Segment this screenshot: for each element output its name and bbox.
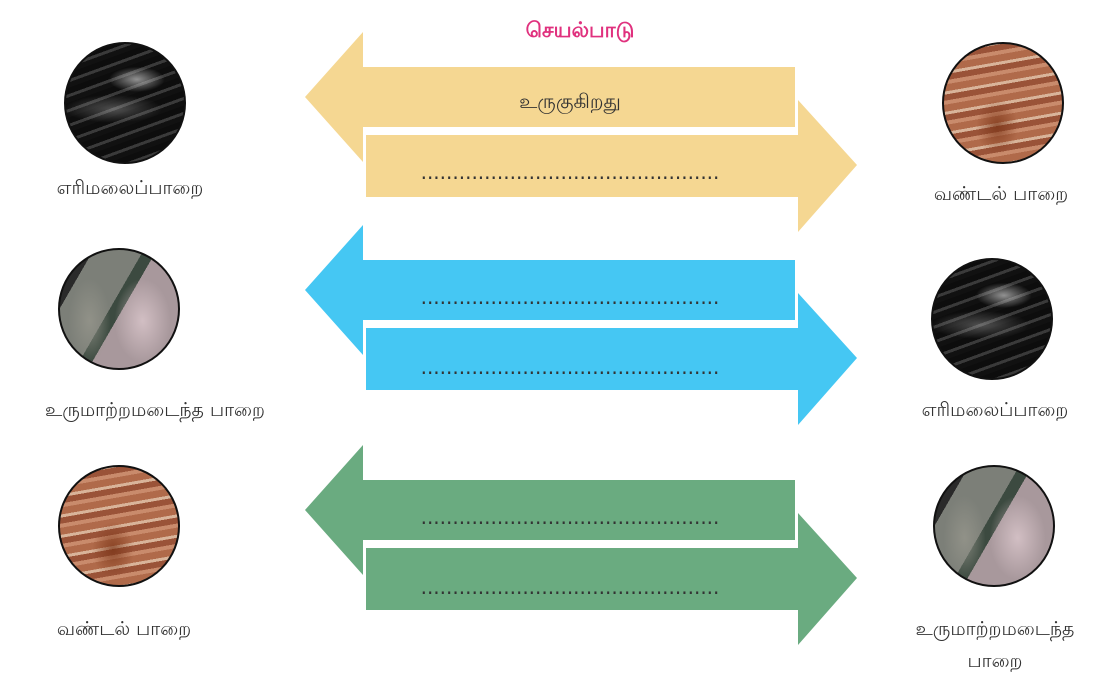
arrow-text-row3-left[interactable]: ........................................… [420, 505, 720, 529]
metamorphic-rock-image [933, 465, 1055, 587]
sedimentary-rock-image [58, 465, 180, 587]
arrow-text-row3-right[interactable]: ........................................… [420, 575, 720, 599]
arrow-right-row2 [366, 293, 857, 425]
left-label-row3: வண்டல் பாறை [56, 618, 192, 640]
right-label-row3: உருமாற்றமடைந்த பாறை [915, 618, 1075, 672]
left-label-row1: எரிமலைப்பாறை [56, 177, 204, 199]
arrow-left-row2 [305, 225, 795, 355]
arrow-left-row1 [305, 32, 795, 162]
activity-title: செயல்பாடு [525, 18, 635, 42]
arrow-right-row3 [366, 513, 857, 645]
igneous-rock-image [64, 42, 186, 164]
right-label-row1: வண்டல் பாறை [933, 183, 1069, 205]
metamorphic-rock-image [58, 248, 180, 370]
arrow-text-row2-right[interactable]: ........................................… [420, 355, 720, 379]
arrow-left-row3 [305, 445, 795, 575]
arrow-text-row2-left[interactable]: ........................................… [420, 285, 720, 309]
left-label-row2: உருமாற்றமடைந்த பாறை [45, 399, 265, 421]
right-label-row2: எரிமலைப்பாறை [921, 399, 1069, 421]
arrow-text-row1-right[interactable]: ........................................… [420, 160, 720, 184]
arrow-right-row1 [366, 100, 857, 232]
igneous-rock-image [931, 258, 1053, 380]
sedimentary-rock-image [942, 42, 1064, 164]
arrow-text-row1-left: உருகுகிறது [519, 89, 621, 113]
